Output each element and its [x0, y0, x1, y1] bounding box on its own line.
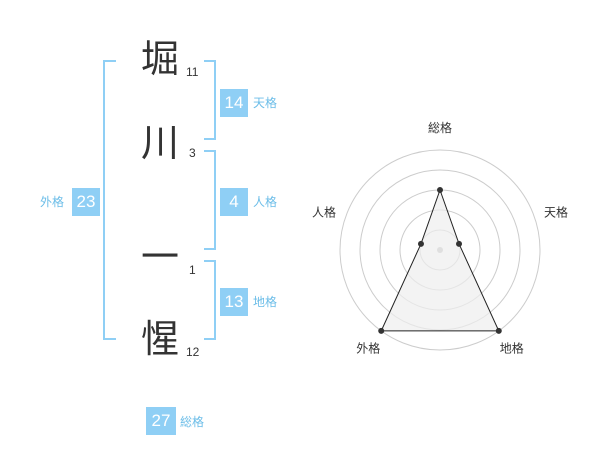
chikaku-bracket	[204, 260, 216, 340]
gaikaku-bracket	[103, 60, 116, 340]
name-char-1: 堀	[141, 37, 180, 81]
radar-point-1	[437, 187, 443, 193]
radar-axis-label-3: 地格	[500, 341, 524, 356]
gaikaku-value: 23	[72, 188, 100, 216]
stroke-count-2: 3	[189, 146, 196, 160]
radar-series-area	[380, 188, 500, 332]
chikaku-label: 地格	[253, 295, 278, 309]
radar-axis-label-5: 人格	[312, 204, 336, 219]
gaikaku-label: 外格	[40, 195, 65, 209]
jinkaku-value: 4	[220, 188, 248, 216]
stroke-count-4: 12	[186, 345, 200, 359]
stroke-count-3: 1	[189, 263, 196, 277]
name-char-4: 惺	[141, 317, 180, 361]
soukaku-label: 総格	[180, 415, 205, 429]
name-char-2: 川	[141, 121, 180, 165]
radar-axis-label-4: 外格	[356, 341, 380, 356]
radar-point-2	[456, 240, 463, 247]
radar-axis-label-2: 天格	[544, 204, 568, 219]
tenkaku-bracket	[204, 60, 216, 140]
radar-ring-5	[339, 149, 541, 351]
radar-point-4	[378, 327, 385, 334]
radar-point-3	[495, 327, 502, 334]
chikaku-value: 13	[220, 288, 248, 316]
soukaku-value: 27	[146, 407, 176, 435]
radar-axis-label-1: 総格	[428, 120, 452, 135]
tenkaku-value: 14	[220, 89, 248, 117]
radar-point-5	[417, 240, 424, 247]
jinkaku-bracket	[204, 150, 216, 250]
name-char-3: 一	[141, 235, 180, 279]
tenkaku-label: 天格	[253, 96, 278, 110]
jinkaku-label: 人格	[253, 195, 278, 209]
stroke-count-1: 11	[186, 65, 199, 79]
